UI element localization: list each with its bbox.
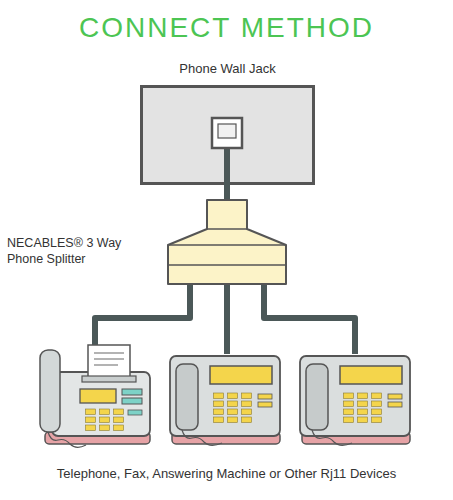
phone-wire (264, 284, 355, 354)
telephone (170, 356, 280, 445)
splitter-body (168, 200, 286, 284)
phone-wire (224, 284, 230, 354)
phone-cable (224, 185, 230, 199)
fax-machine (40, 345, 150, 447)
splitter-shape (167, 199, 287, 285)
paper-slot (82, 376, 136, 382)
node-label: Phone Wall Jack (123, 61, 332, 76)
wall-jack-plate: Phone Wall Jack (140, 85, 315, 185)
phone-wire (95, 284, 190, 352)
fax-body (52, 372, 150, 436)
phone-splitter: NECABLES® 3 Way Phone Splitter (167, 199, 287, 285)
fax-keypad (84, 408, 126, 432)
fax-button (122, 389, 142, 395)
handset-cord (48, 432, 86, 447)
fax-button (128, 410, 142, 415)
telephone (300, 356, 410, 445)
caption: Telephone, Fax, Answering Machine or Oth… (0, 466, 453, 481)
paper-lines (94, 353, 124, 365)
fax-display (80, 389, 116, 403)
fax-handset (40, 350, 60, 432)
jack-socket (212, 118, 242, 148)
jack-port (218, 124, 236, 138)
jack-cable (224, 140, 230, 186)
splitter-seam (168, 229, 286, 265)
title: CONNECT METHOD (0, 12, 453, 44)
fax-button (122, 398, 142, 404)
fax-paper (88, 345, 130, 379)
node-label: NECABLES® 3 Way Phone Splitter (7, 235, 159, 267)
